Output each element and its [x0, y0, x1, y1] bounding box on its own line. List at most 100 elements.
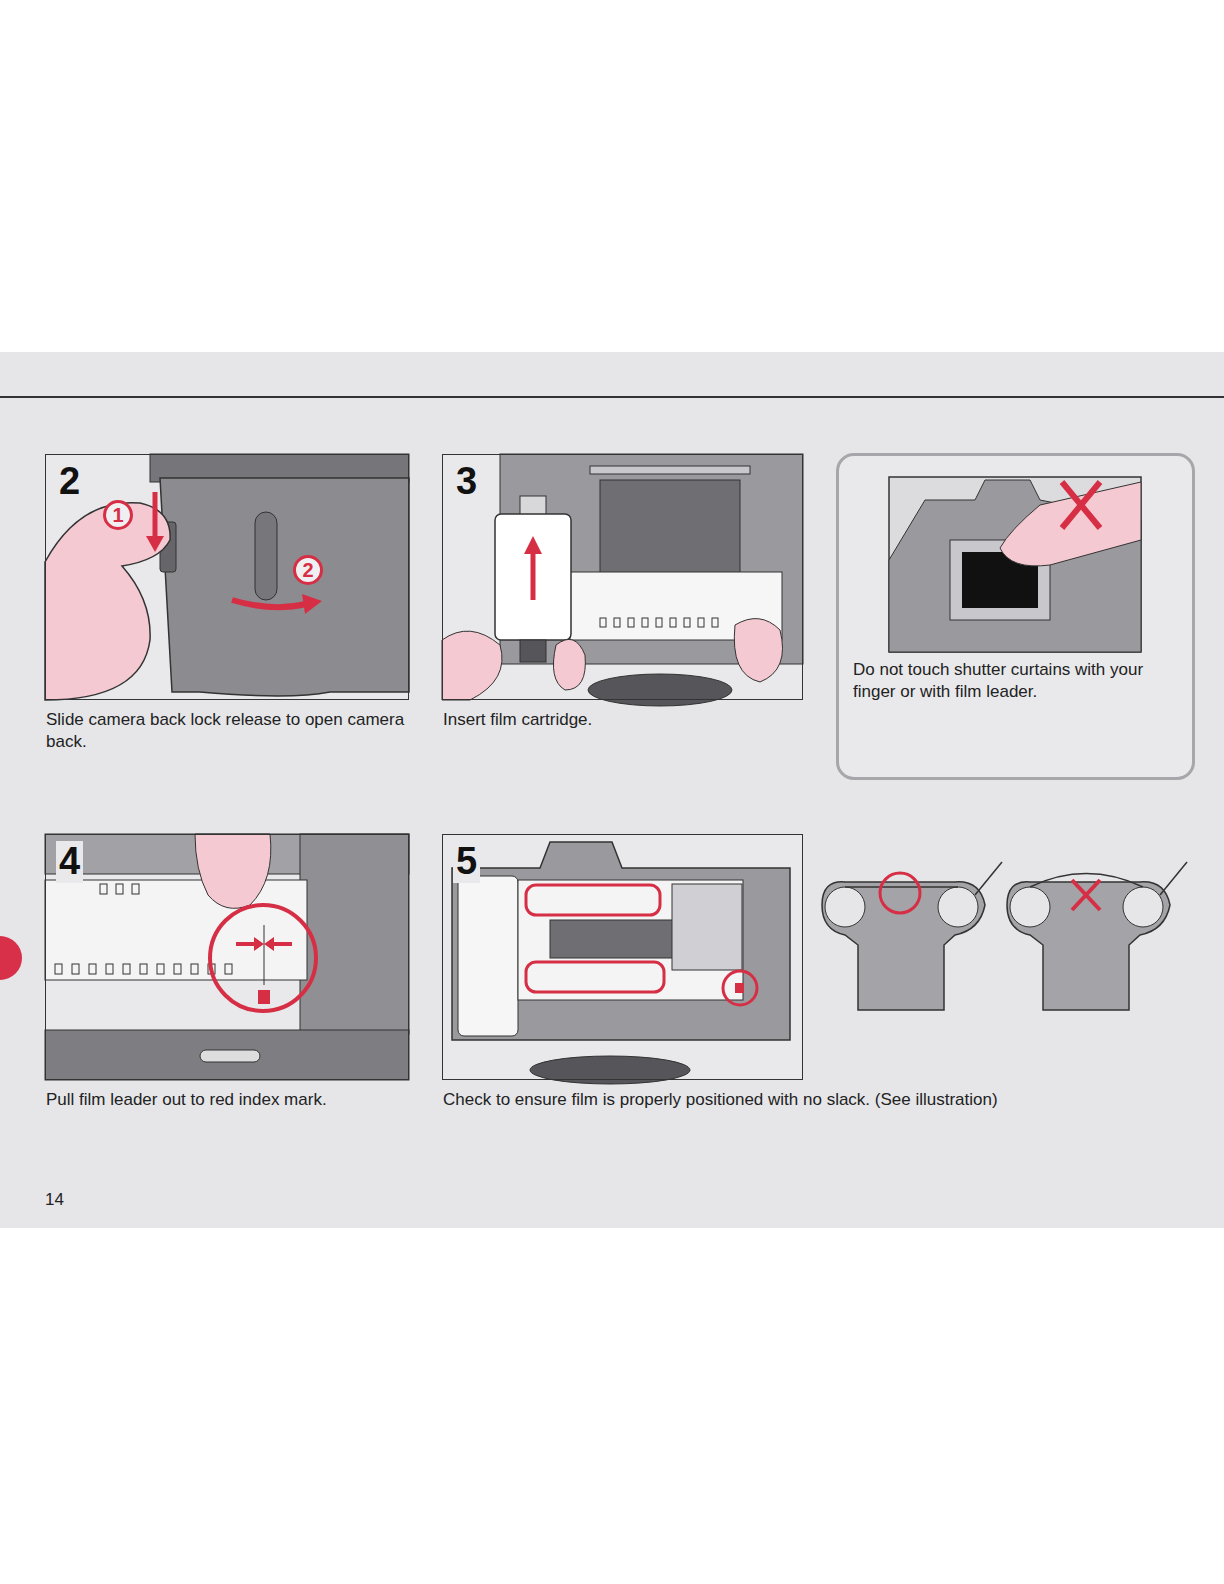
film-slack-diagram-part: [1010, 887, 1050, 927]
film-leader-illustration-part-part: [132, 884, 139, 894]
film-cartridge-illustration-part: [520, 496, 546, 516]
film-leader-illustration-part-part: [123, 964, 130, 974]
film-leader-illustration-part: [300, 834, 409, 1034]
caution-illustration-part: [1062, 482, 1100, 528]
film-leader-illustration-part-part: [140, 964, 147, 974]
film-slack-diagram-part: [1160, 862, 1187, 895]
step-number: 4: [56, 841, 83, 883]
caution-illustration-part: [889, 480, 1141, 652]
caution-box: Do not touch shutter curtains with your …: [836, 453, 1195, 780]
film-leader-illustration-part: [45, 880, 307, 980]
caution-illustration-part: [889, 477, 1141, 652]
film-cartridge-illustration-part-part: [642, 618, 648, 627]
film-cartridge-illustration-part-part: [670, 618, 676, 627]
film-slack-diagram-part: [1007, 882, 1170, 1010]
camera-back-illustration-part: [255, 512, 277, 600]
film-cartridge-illustration-part-part: [628, 618, 634, 627]
film-leader-illustration-part: [210, 905, 316, 1011]
camera-back-illustration-part: [160, 478, 409, 696]
camera-back-illustration-part: [146, 536, 164, 552]
film-positioned-illustration-part: [735, 983, 744, 993]
film-leader-illustration-part: [55, 884, 232, 974]
caution-illustration-part: [1000, 482, 1141, 566]
film-leader-illustration-part-part: [225, 964, 232, 974]
film-leader-illustration-part: [236, 942, 256, 946]
page-number: 14: [45, 1190, 64, 1210]
film-positioned-illustration-part: [526, 885, 660, 915]
film-positioned-illustration-part: [672, 884, 742, 970]
step-caption: Check to ensure film is properly positio…: [443, 1089, 1143, 1111]
film-cartridge-illustration-part: [588, 674, 732, 706]
tab-marker: [0, 936, 22, 980]
film-leader-illustration-part-part: [100, 884, 107, 894]
film-leader-illustration-part-part: [116, 884, 123, 894]
header-rule: [0, 396, 1224, 398]
film-leader-illustration-part: [264, 937, 274, 951]
film-cartridge-illustration-part: [531, 552, 536, 600]
film-slack-diagram-part: [1123, 887, 1163, 927]
film-cartridge-illustration-part: [734, 619, 782, 682]
film-slack-diagram: [822, 862, 1187, 1010]
film-positioned-illustration-part: [518, 880, 743, 1000]
film-slack-diagram-part: [1030, 874, 1143, 888]
film-slack-diagram-part: [845, 886, 958, 888]
camera-back-illustration-part: [45, 503, 170, 700]
film-cartridge-illustration-part: [553, 639, 585, 690]
step-number: 2: [56, 461, 83, 503]
film-cartridge-illustration-part-part: [684, 618, 690, 627]
film-positioned-illustration-part: [550, 920, 680, 958]
film-slack-diagram-part: [938, 887, 978, 927]
film-positioned-illustration-part: [442, 834, 803, 1080]
film-slack-diagram-part: [822, 882, 985, 1010]
caution-illustration-part: [1062, 482, 1100, 528]
film-leader-illustration-part: [272, 942, 292, 946]
film-cartridge-illustration-part: [442, 454, 803, 700]
film-leader-illustration-part-part: [191, 964, 198, 974]
film-cartridge-illustration-part-part: [698, 618, 704, 627]
step-panel: 2Slide camera back lock release to open …: [45, 454, 409, 700]
film-leader-illustration-part: [45, 834, 409, 1080]
camera-back-illustration-part: [153, 492, 158, 538]
film-leader-illustration-part: [200, 1050, 260, 1062]
film-leader-illustration: [45, 834, 409, 1080]
camera-back-illustration-part: [302, 594, 322, 614]
camera-back-illustration: [45, 454, 409, 700]
film-cartridge-illustration-part: [524, 536, 542, 554]
film-cartridge-illustration-part-part: [712, 618, 718, 627]
film-slack-diagram-part: [1072, 880, 1100, 910]
film-slack-diagram-part: [825, 887, 865, 927]
film-cartridge-illustration-part: [520, 640, 546, 662]
caution-text: Do not touch shutter curtains with your …: [853, 659, 1173, 703]
film-cartridge-illustration-part-part: [614, 618, 620, 627]
film-leader-illustration-part: [258, 990, 270, 1004]
film-leader-illustration-part: [254, 937, 264, 951]
film-leader-illustration-part-part: [174, 964, 181, 974]
film-slack-diagram-part: [880, 873, 920, 913]
callout-number: 2: [293, 555, 323, 585]
camera-back-illustration-part: [232, 600, 306, 607]
step-number: 5: [453, 841, 480, 883]
film-cartridge-illustration-part: [590, 466, 750, 474]
film-leader-illustration-part: [264, 925, 265, 985]
film-positioned-illustration-part: [723, 971, 757, 1005]
film-leader-illustration-part-part: [55, 964, 62, 974]
film-leader-illustration-part-part: [89, 964, 96, 974]
film-cartridge-illustration-part: [600, 618, 718, 627]
caution-illustration: [837, 454, 1194, 779]
film-leader-illustration-part-part: [72, 964, 79, 974]
camera-back-illustration-part: [45, 454, 409, 700]
film-cartridge-illustration-part-part: [656, 618, 662, 627]
film-positioned-illustration-part: [526, 962, 664, 992]
film-leader-illustration-part: [45, 1030, 409, 1080]
film-positioned-illustration-part: [452, 842, 790, 1040]
film-cartridge-illustration: [442, 454, 803, 706]
film-positioned-illustration-part: [458, 876, 518, 1036]
film-leader-illustration-part-part: [106, 964, 113, 974]
film-leader-illustration-part: [195, 834, 271, 908]
film-leader-illustration-part-part: [157, 964, 164, 974]
step-panel: 4Pull film leader out to red index mark.: [45, 834, 409, 1080]
film-positioned-illustration: [442, 834, 803, 1084]
step-number: 3: [453, 461, 480, 503]
step-caption: Slide camera back lock release to open c…: [46, 709, 410, 753]
